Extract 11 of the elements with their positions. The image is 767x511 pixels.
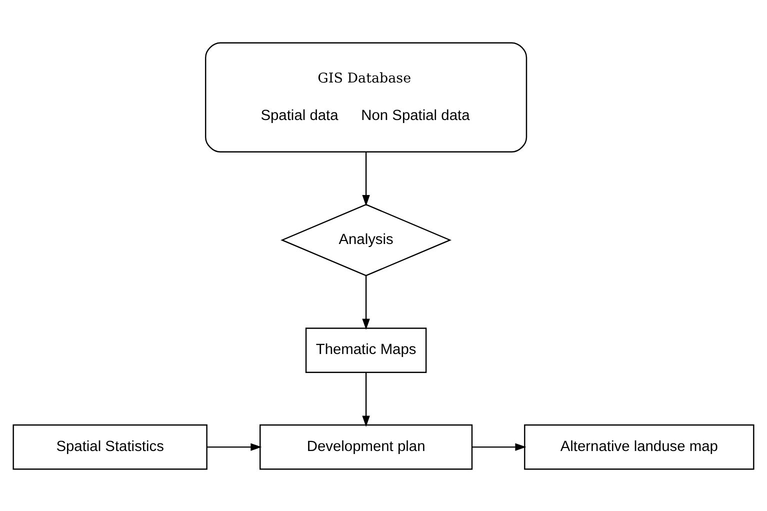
- arrow: [362, 372, 370, 426]
- node-diamond: Analysis: [280, 203, 452, 276]
- node-box: Development plan: [260, 424, 473, 470]
- arrow: [472, 442, 526, 450]
- node-box: Spatial Statistics: [12, 424, 208, 470]
- node-box: Alternative landuse map: [524, 424, 754, 470]
- node-box: Thematic Maps: [305, 327, 427, 372]
- arrow: [207, 442, 262, 450]
- arrow: [362, 276, 370, 330]
- node-box: GIS Database Spatial data Non Spatial data: [205, 42, 528, 152]
- arrow: [362, 152, 370, 206]
